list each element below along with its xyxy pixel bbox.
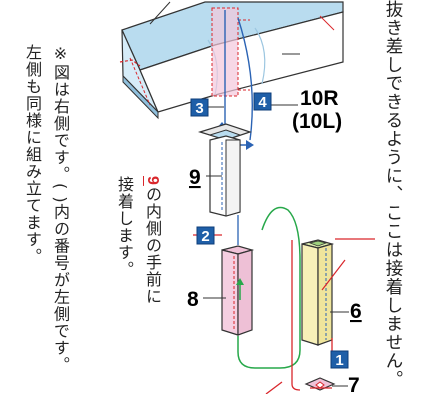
part-label-10r: 10R	[300, 87, 339, 110]
part-label-10l: (10L)	[292, 110, 342, 133]
step-3-label: 3	[195, 100, 203, 117]
part-6	[301, 239, 335, 346]
step-1-label: 1	[335, 352, 343, 369]
step-box-3: 3	[190, 98, 209, 117]
instruction-glue-line2: 9の内側の手前に	[143, 176, 162, 305]
part-label-8: 8	[187, 288, 199, 311]
instruction-glue: 9の内側の手前に	[142, 176, 162, 396]
note-left-same: 左側も同様に組み立てます。	[23, 44, 42, 265]
step-4-label: 4	[258, 94, 267, 111]
part-8	[221, 245, 255, 336]
instruction-part-9: 9	[144, 176, 161, 186]
connector-green-line	[237, 206, 301, 369]
step-box-4: 4	[253, 92, 272, 111]
part-9	[197, 123, 252, 217]
part-label-9: 9	[189, 166, 201, 189]
step-box-1: 1	[330, 350, 349, 369]
instruction-no-glue: 抜き差しできるように、ここは接着しません。	[383, 0, 403, 389]
instruction-glue-line1: 接着します。	[115, 176, 134, 278]
step-2-label: 2	[201, 228, 209, 245]
part-label-7: 7	[348, 374, 360, 394]
part-7	[265, 377, 336, 394]
part-label-6: 6	[350, 300, 362, 323]
step-box-2: 2	[196, 226, 215, 245]
note-right-side: ※図は右側です。( )内の番号が左側です。	[51, 44, 70, 374]
